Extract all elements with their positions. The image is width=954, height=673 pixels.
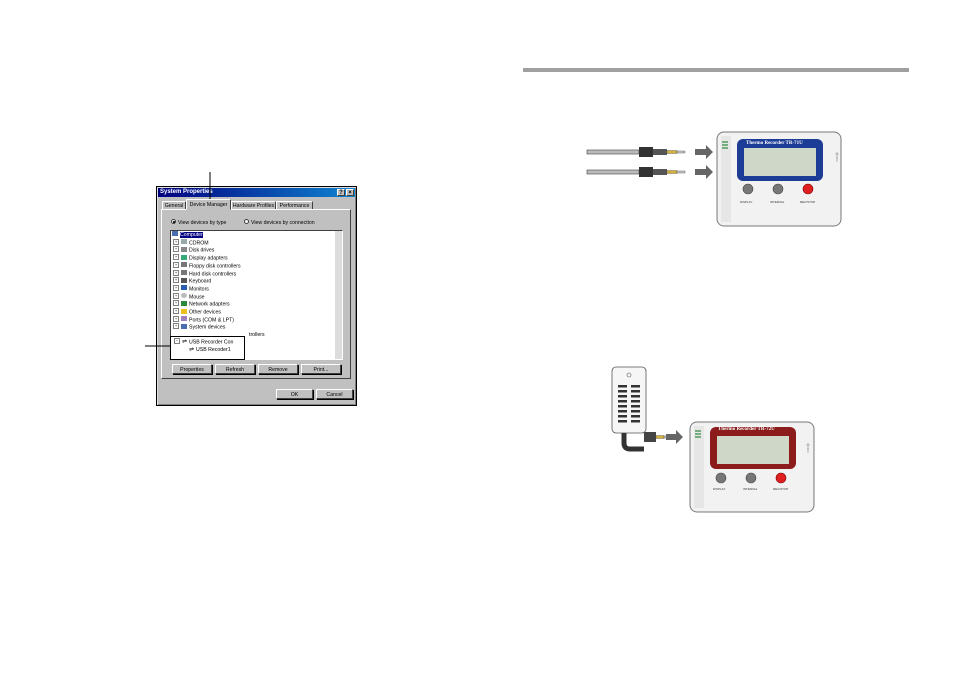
probe-cable-2 [586,167,686,177]
harddisk-icon [181,270,187,275]
lcd-screen [717,436,789,464]
refresh-button[interactable]: Refresh [215,364,255,374]
tree-item[interactable]: +Ports (COM & LPT) [173,315,234,324]
mouse-icon [181,293,187,299]
collapse-icon: − [174,338,180,344]
tree-item[interactable]: +Floppy disk controllers [173,261,241,270]
display-icon [181,254,187,260]
insert-arrow-icon [695,165,713,179]
tree-item[interactable]: +Hard disk controllers [173,269,237,277]
section-divider [523,68,909,72]
radio-by-type-label: View devices by type [178,220,227,226]
usb-port-icon [835,152,839,162]
expand-icon: + [173,292,179,299]
tr72u-button-label: INTERVAL [743,487,758,491]
expand-icon: + [173,246,179,253]
expand-icon: + [173,323,179,330]
tab-hardware-profiles[interactable]: Hardware Profiles [231,201,276,210]
tab-panel [161,209,351,379]
expand-icon: + [173,300,179,307]
tr72u-button-label: REC/STOP [773,487,789,491]
port-icon [181,316,187,322]
question-icon [181,308,187,314]
tree-item[interactable]: +Network adapters [173,300,230,308]
radio-by-connection-label: View devices by connection [251,220,315,226]
radio-selected-icon [171,219,176,225]
print-button[interactable]: Print... [301,364,341,374]
expand-icon: + [173,284,179,291]
network-icon [181,300,187,306]
expand-icon: + [173,254,179,261]
tree-item-partial[interactable]: trollers [249,332,265,339]
keyboard-icon [181,277,187,283]
tree-item[interactable]: +Monitors [173,284,209,293]
disk-icon [181,246,187,252]
expand-icon: + [173,269,179,276]
tree-item-computer[interactable]: Computer [172,231,203,240]
expand-icon: + [173,261,179,268]
tab-performance[interactable]: Performance [276,201,313,210]
usb-icon: ⇌ [182,339,188,346]
computer-icon [172,231,178,237]
tree-item-usb-group[interactable]: −⇌USB Recorder Con [174,338,234,346]
rec-stop-button-icon [802,183,814,195]
help-button[interactable]: ? [337,189,345,196]
tr71u-illustration [586,131,842,227]
display-button-icon [742,183,754,195]
title-bar[interactable]: System Properties ? × [158,188,355,197]
interval-button-icon [772,183,784,195]
tree-item[interactable]: +Mouse [173,292,205,300]
system-icon [181,323,187,329]
expand-icon: + [173,277,179,284]
dialog-title: System Properties [160,189,213,195]
tree-item[interactable]: +Display adapters [173,254,228,262]
usb-port-icon [806,443,810,453]
tree-item[interactable]: +CDROM [173,238,209,247]
expand-icon: + [173,308,179,314]
ok-button[interactable]: OK [276,389,313,399]
humidity-sensor [611,366,672,452]
tree-item[interactable]: +System devices [173,323,226,331]
radio-by-connection[interactable]: View devices by connection [244,219,315,227]
insert-arrow-icon [666,430,683,444]
tree-item[interactable]: +Keyboard [173,277,212,285]
radio-empty-icon [244,219,249,225]
cdrom-icon [181,239,187,245]
interval-button-icon [745,472,757,484]
tr72u-illustration [611,366,815,513]
tab-device-manager[interactable]: Device Manager [186,199,231,210]
cancel-button[interactable]: Cancel [316,389,353,399]
lcd-screen [744,148,816,176]
tr71u-screen-title: Thermo Recorder TR-71U [746,141,803,146]
tr71u-button-label: INTERVAL [770,200,785,204]
expand-icon: + [173,315,179,322]
monitor-icon [181,285,187,291]
usb-icon: ⇌ [189,347,195,353]
tree-scrollbar[interactable] [335,231,342,359]
probe-cable-1 [586,147,686,157]
floppy-icon [181,262,187,268]
remove-button[interactable]: Remove [258,364,298,374]
tr71u-button-label: REC/STOP [800,200,816,204]
tr72u-button-label: DISPLAY [713,487,726,491]
tree-item[interactable]: +Disk drives [173,246,215,254]
expand-icon: + [173,238,179,245]
tr72u-screen-title: Thermo Recorder TR-72U [718,427,775,432]
system-properties-dialog: System Properties ? × General Device Man… [156,186,357,406]
tree-item[interactable]: +Other devices [173,308,222,316]
close-button[interactable]: × [346,189,354,196]
insert-arrow-icon [695,145,713,159]
device-tree[interactable]: Computer +CDROM +Disk drives +Display ad… [170,230,343,360]
tree-item-usb-recorder[interactable]: ⇌USB Recoder1 [189,347,231,353]
usb-recorder-callout: −⇌USB Recorder Con ⇌USB Recoder1 [170,336,245,360]
tr71u-button-label: DISPLAY [740,200,753,204]
radio-by-type[interactable]: View devices by type [171,219,227,227]
properties-button[interactable]: Properties [172,364,212,374]
display-button-icon [715,472,727,484]
tab-general[interactable]: General [162,201,186,210]
rec-stop-button-icon [775,472,787,484]
